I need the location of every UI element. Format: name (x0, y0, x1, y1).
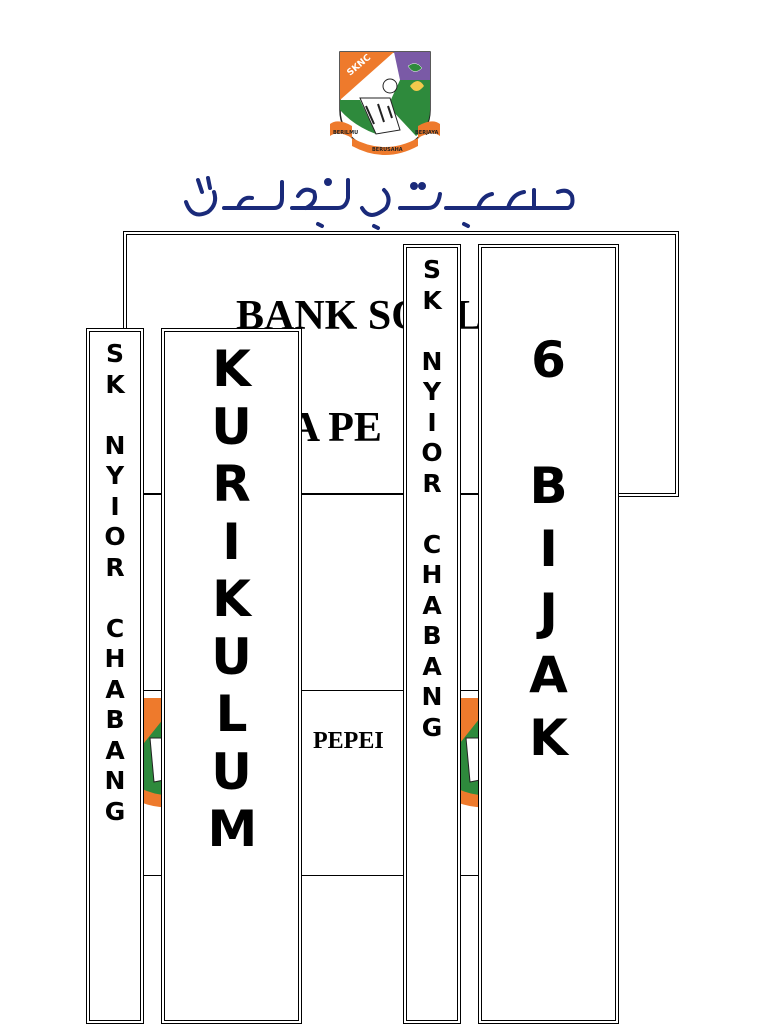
crest-ribbon-right: BERJAYA (415, 130, 438, 136)
crest-ribbon-left: BERILMU (333, 130, 358, 136)
inner-box (140, 690, 616, 876)
strip-text: S K N Y I O R C H A B A N G (104, 339, 126, 826)
vertical-strip-class-name: 6 B I J A K (478, 244, 619, 1024)
crest-ribbon-bottom: BERUSAHA (372, 147, 403, 153)
strip-text: 6 B I J A K (529, 331, 568, 767)
strip-text: K U R I K U L U M (207, 340, 258, 858)
vertical-strip-kurikulum: K U R I K U L U M (161, 328, 302, 1024)
jawi-school-name-banner (178, 168, 578, 232)
strip-text: S K N Y I O R C H A B A N G (421, 255, 443, 742)
school-crest-logo: SKNC BERILMU BERJAYA BERUSAHA (330, 46, 440, 158)
vertical-strip-school-name-left: S K N Y I O R C H A B A N G (86, 328, 144, 1024)
subtitle-line: PEPEI (313, 728, 384, 754)
vertical-strip-school-name-right: S K N Y I O R C H A B A N G (403, 244, 461, 1024)
